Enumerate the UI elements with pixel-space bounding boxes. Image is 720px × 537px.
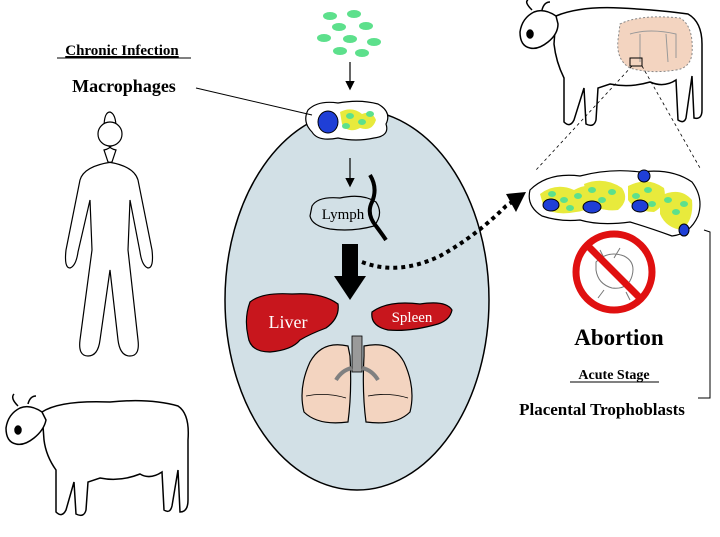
macrophages-label: Macrophages [72,76,176,96]
chronic-infection-label: Chronic Infection [65,43,179,59]
spleen-organ: Spleen [371,302,453,331]
macrophage-cell [305,100,389,141]
liver-organ: Liver [245,293,339,353]
lymph-node: Lymph [309,173,388,242]
lungs-organ [301,335,413,424]
prohibition-icon [572,230,656,314]
placental-trophoblast-cells [528,169,701,237]
liver-label: Liver [269,312,308,332]
acute-stage-label: Acute Stage [578,368,649,383]
zoom-line-right [641,65,701,169]
dotted-arrow-head [506,192,526,212]
large-downward-arrow [334,244,366,300]
dotted-arrow-to-placenta [361,196,520,270]
bacteria-cluster [317,10,381,57]
macrophage-leader-line [195,87,313,116]
cow-uterus-region [617,16,693,73]
placental-trophoblasts-label: Placental Trophoblasts [519,400,685,419]
spleen-label: Spleen [392,310,433,326]
human-silhouette-icon [64,111,154,357]
abortion-label: Abortion [574,325,664,350]
lymph-label: Lymph [322,207,365,223]
cow-icon-left [5,393,190,517]
trophoblast-leader-line [698,229,711,399]
